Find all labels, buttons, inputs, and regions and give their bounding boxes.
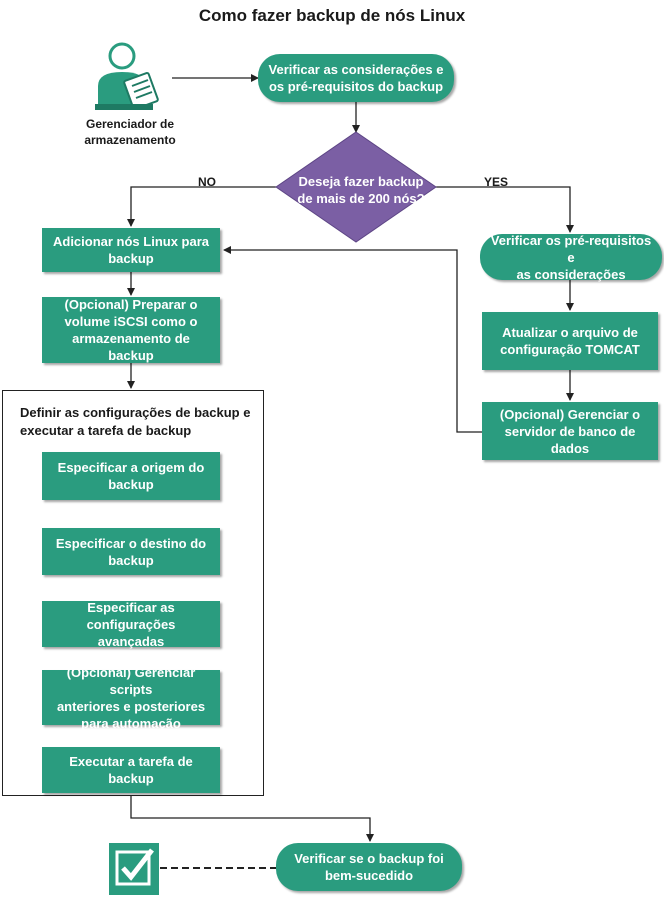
verify-prerequisites-node: Verificar os pré-requisitos e as conside… [480, 233, 662, 282]
manage-database-node: (Opcional) Gerenciar o servidor de banco… [482, 402, 658, 460]
decision-label: Deseja fazer backup de mais de 200 nós? [297, 174, 425, 206]
verify-success-node: Verificar se o backup foi bem-sucedido [276, 843, 462, 891]
connector-yes-branch [436, 186, 574, 233]
specify-advanced-node: Especificar as configurações avançadas [42, 600, 220, 649]
update-tomcat-node: Atualizar o arquivo de configuração TOMC… [482, 312, 658, 370]
specify-destination-node: Especificar o destino do backup [42, 528, 220, 575]
backup-settings-group [2, 390, 264, 796]
decision-diamond [275, 131, 437, 243]
actor-label: Gerenciador de armazenamento [84, 117, 176, 147]
specify-source-node: Especificar a origem do backup [42, 452, 220, 500]
verify-considerations-node: Verificar as considerações e os pré-requ… [258, 54, 454, 102]
manage-scripts-node: (Opcional) Gerenciar scripts anteriores … [42, 665, 220, 731]
no-branch-label: NO [198, 175, 216, 189]
connector-run-verify [130, 793, 374, 842]
connector-no-branch [127, 186, 276, 227]
group-title: Definir as configurações de backup e exe… [20, 405, 251, 438]
yes-branch-label: YES [483, 175, 508, 189]
connector-db-add [223, 246, 482, 433]
prepare-iscsi-node: (Opcional) Preparar o volume iSCSI como … [42, 297, 220, 363]
run-backup-job-node: Executar a tarefa de backup [42, 747, 220, 793]
storage-manager-icon [95, 42, 159, 110]
add-linux-nodes-node: Adicionar nós Linux para backup [42, 228, 220, 272]
diagram-title: Como fazer backup de nós Linux [198, 6, 466, 25]
checklist-icon [109, 843, 159, 895]
